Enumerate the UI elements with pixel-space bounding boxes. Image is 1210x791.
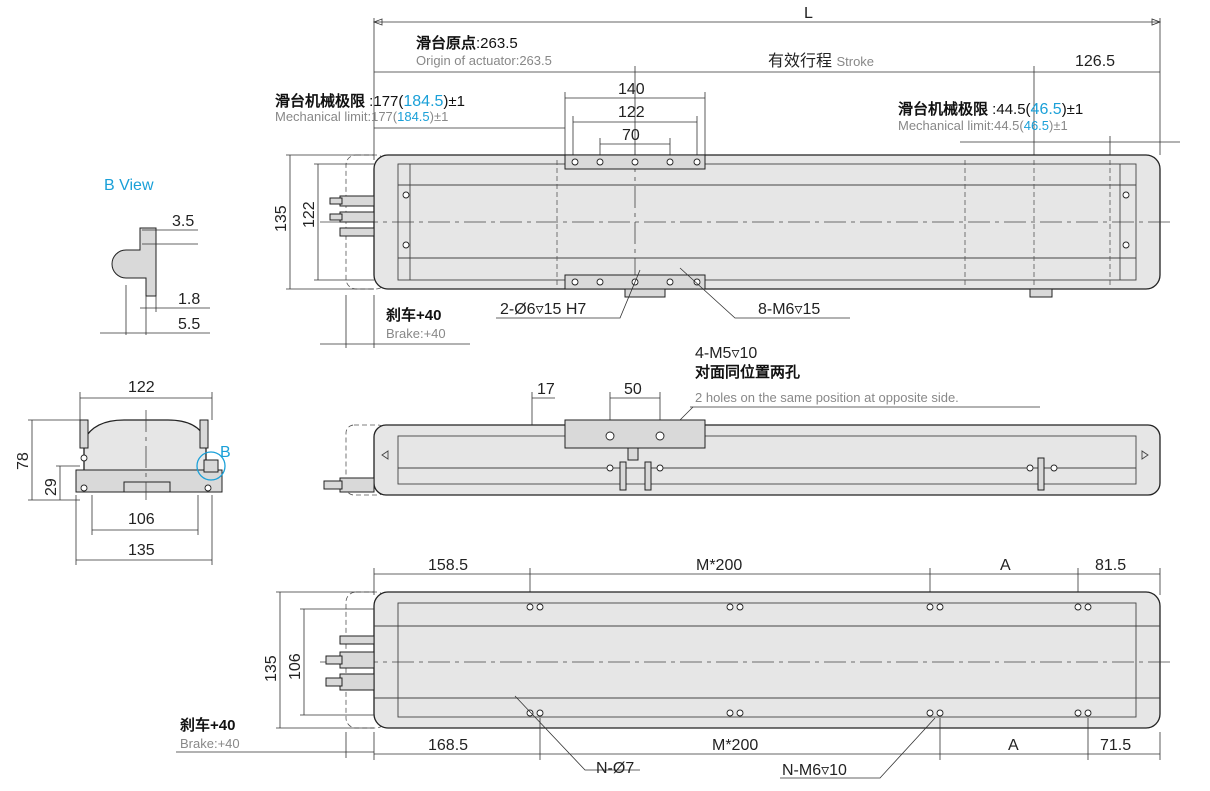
origin-label-en: Origin of actuator:263.5 (416, 53, 552, 68)
dim-81-5: 81.5 (1095, 557, 1126, 574)
pin-holes-label: 2-Ø6▿15 H7 (500, 301, 586, 318)
dim-135-end: 135 (128, 542, 155, 559)
dim-29: 29 (43, 478, 60, 496)
dim-106-bottom: 106 (287, 653, 304, 680)
b-view: B View 3.5 1.8 5.5 (100, 177, 210, 335)
b-mark: B (220, 444, 231, 461)
cable-connectors-bottom (325, 635, 375, 691)
dim-140: 140 (618, 81, 645, 98)
n-holes-label: N-Ø7 (596, 760, 634, 777)
dim-a-bottom: A (1008, 737, 1019, 754)
mech-limit-right-en: Mechanical limit:44.5(46.5)±1 (898, 118, 1068, 133)
cable-connectors-top (329, 195, 375, 237)
dim-1-8: 1.8 (178, 291, 200, 308)
dim-135-left: 135 (273, 205, 290, 232)
dim-m200-top: M*200 (696, 557, 742, 574)
dim-17: 17 (537, 381, 555, 398)
dim-78: 78 (15, 452, 32, 470)
side-slider (564, 419, 706, 449)
dim-135-bottom: 135 (263, 655, 280, 682)
dim-5-5: 5.5 (178, 316, 200, 333)
mount-holes (526, 603, 1092, 717)
slider-holes (571, 158, 701, 286)
dim-L: L (804, 5, 813, 22)
n-taps-label: N-M6▿10 (782, 762, 847, 779)
dim-122-top: 122 (618, 104, 645, 121)
dim-122-left: 122 (301, 201, 318, 228)
dim-a-top: A (1000, 557, 1011, 574)
dim-168-5: 168.5 (428, 737, 468, 754)
dim-122-end: 122 (128, 379, 155, 396)
mech-limit-right-cn: 滑台机械极限 :44.5(46.5)±1 (898, 100, 1083, 118)
bottom-view: 158.5 M*200 A 81.5 135 (176, 557, 1170, 779)
opposite-holes-en: 2 holes on the same position at opposite… (695, 390, 959, 405)
mech-limit-left-cn: 滑台机械极限 :177(184.5)±1 (275, 92, 465, 110)
taps-8-label: 8-M6▿15 (758, 301, 820, 318)
dim-50: 50 (624, 381, 642, 398)
dim-126-5: 126.5 (1075, 53, 1115, 70)
mech-limit-left-en: Mechanical limit:177(184.5)±1 (275, 109, 448, 124)
stroke-label: 有效行程 Stroke (768, 52, 874, 70)
end-view: 122 B 78 29 106 135 (15, 379, 231, 565)
dim-71-5: 71.5 (1100, 737, 1131, 754)
origin-label-cn: 滑台原点:263.5 (416, 34, 518, 52)
brake2-label-en: Brake:+40 (180, 736, 240, 751)
actuator-body-bottom (373, 591, 1161, 729)
b-view-bracket (111, 227, 157, 297)
dim-106-end: 106 (128, 511, 155, 528)
side-view: 4-M5▿10 对面同位置两孔 2 holes on the same posi… (323, 345, 1161, 496)
dim-3-5: 3.5 (172, 213, 194, 230)
taps-4-label: 4-M5▿10 (695, 345, 757, 362)
cable-connectors-side (323, 477, 375, 493)
dim-70: 70 (622, 127, 640, 144)
top-view: L 滑台原点:263.5 Origin of actuator:263.5 有效… (273, 5, 1180, 348)
brake2-label-cn: 刹车+40 (180, 716, 235, 734)
b-detail-marker (196, 451, 226, 481)
brake-label-cn: 刹车+40 (386, 306, 441, 324)
dim-m200-bottom: M*200 (712, 737, 758, 754)
b-view-title: B View (104, 177, 154, 194)
opposite-holes-cn: 对面同位置两孔 (695, 363, 800, 381)
brake-label-en: Brake:+40 (386, 326, 446, 341)
dim-158-5: 158.5 (428, 557, 468, 574)
